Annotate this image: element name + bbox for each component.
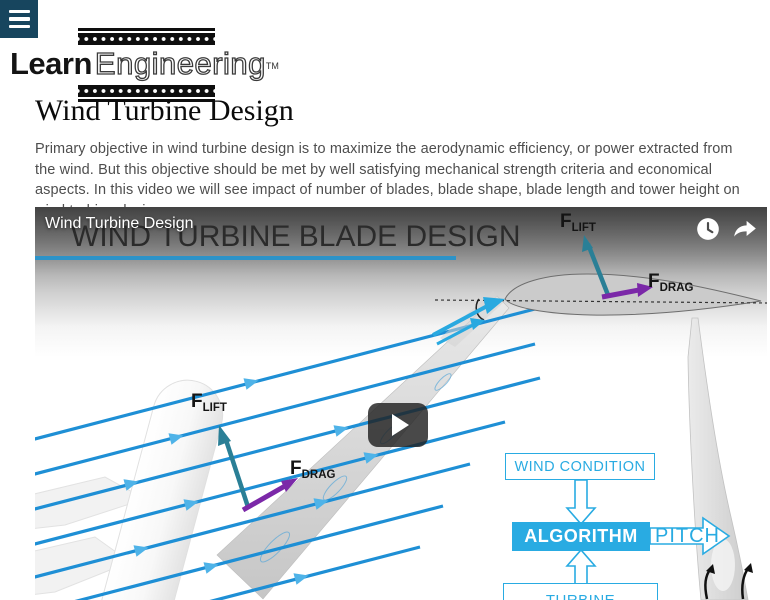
airfoil-drag-arrow xyxy=(601,283,653,300)
logo-word-engineering: Engineering xyxy=(94,45,266,81)
filmstrip-top-decoration xyxy=(78,28,215,45)
flowchart-box-algorithm: ALGORITHM xyxy=(512,522,650,551)
relative-wind-arrows xyxy=(432,297,505,346)
video-player[interactable]: WIND TURBINE BLADE DESIGN Wind Turbine D… xyxy=(35,207,767,600)
play-button[interactable] xyxy=(368,403,428,447)
force-symbol: F xyxy=(648,271,660,292)
flowchart-box-wind-condition: WIND CONDITION xyxy=(505,453,655,480)
force-symbol: F xyxy=(290,458,302,479)
flowchart-box-turbine: TURBINE xyxy=(503,583,658,600)
player-top-controls xyxy=(695,216,758,242)
drag-subscript: DRAG xyxy=(301,469,336,481)
site-logo[interactable]: LearnEngineeringTM xyxy=(10,28,279,102)
menu-button[interactable] xyxy=(0,0,38,38)
slide-title-underline xyxy=(35,256,456,260)
video-overlay-title[interactable]: Wind Turbine Design xyxy=(45,215,194,232)
blade-lift-label: FLIFT xyxy=(191,391,227,414)
pitching-blade xyxy=(687,317,749,600)
video-scene-illustration xyxy=(35,235,767,600)
airfoil-lift-arrow xyxy=(582,235,611,296)
watch-later-button[interactable] xyxy=(695,216,721,242)
share-arrow-icon xyxy=(734,220,756,237)
lift-subscript: LIFT xyxy=(571,222,596,234)
filmstrip-bottom-decoration xyxy=(78,85,215,102)
page-title: Wind Turbine Design xyxy=(35,94,294,127)
hamburger-icon xyxy=(8,9,30,29)
logo-word-learn: Learn xyxy=(10,46,92,81)
airfoil-lift-label: FLIFT xyxy=(560,211,596,234)
airfoil-diagram xyxy=(432,235,767,347)
force-symbol: F xyxy=(560,211,572,232)
flowchart-arrows xyxy=(565,479,731,585)
slide-title: WIND TURBINE BLADE DESIGN xyxy=(71,220,521,253)
clock-icon xyxy=(697,218,719,240)
flowchart-pitch-label: PITCH xyxy=(655,525,720,547)
airfoil-drag-label: FDRAG xyxy=(648,271,693,294)
pitch-rotation-arrows xyxy=(704,563,753,600)
lift-subscript: LIFT xyxy=(202,402,227,414)
blade-drag-arrow xyxy=(241,478,298,513)
blade-drag-label: FDRAG xyxy=(290,458,335,481)
drag-subscript: DRAG xyxy=(659,282,694,294)
logo-trademark: TM xyxy=(265,61,279,71)
share-button[interactable] xyxy=(732,216,758,242)
site-logo-text: LearnEngineeringTM xyxy=(10,45,279,82)
blade-lift-arrow xyxy=(218,425,251,508)
force-symbol: F xyxy=(191,391,203,412)
turbine-hub xyxy=(97,379,224,600)
